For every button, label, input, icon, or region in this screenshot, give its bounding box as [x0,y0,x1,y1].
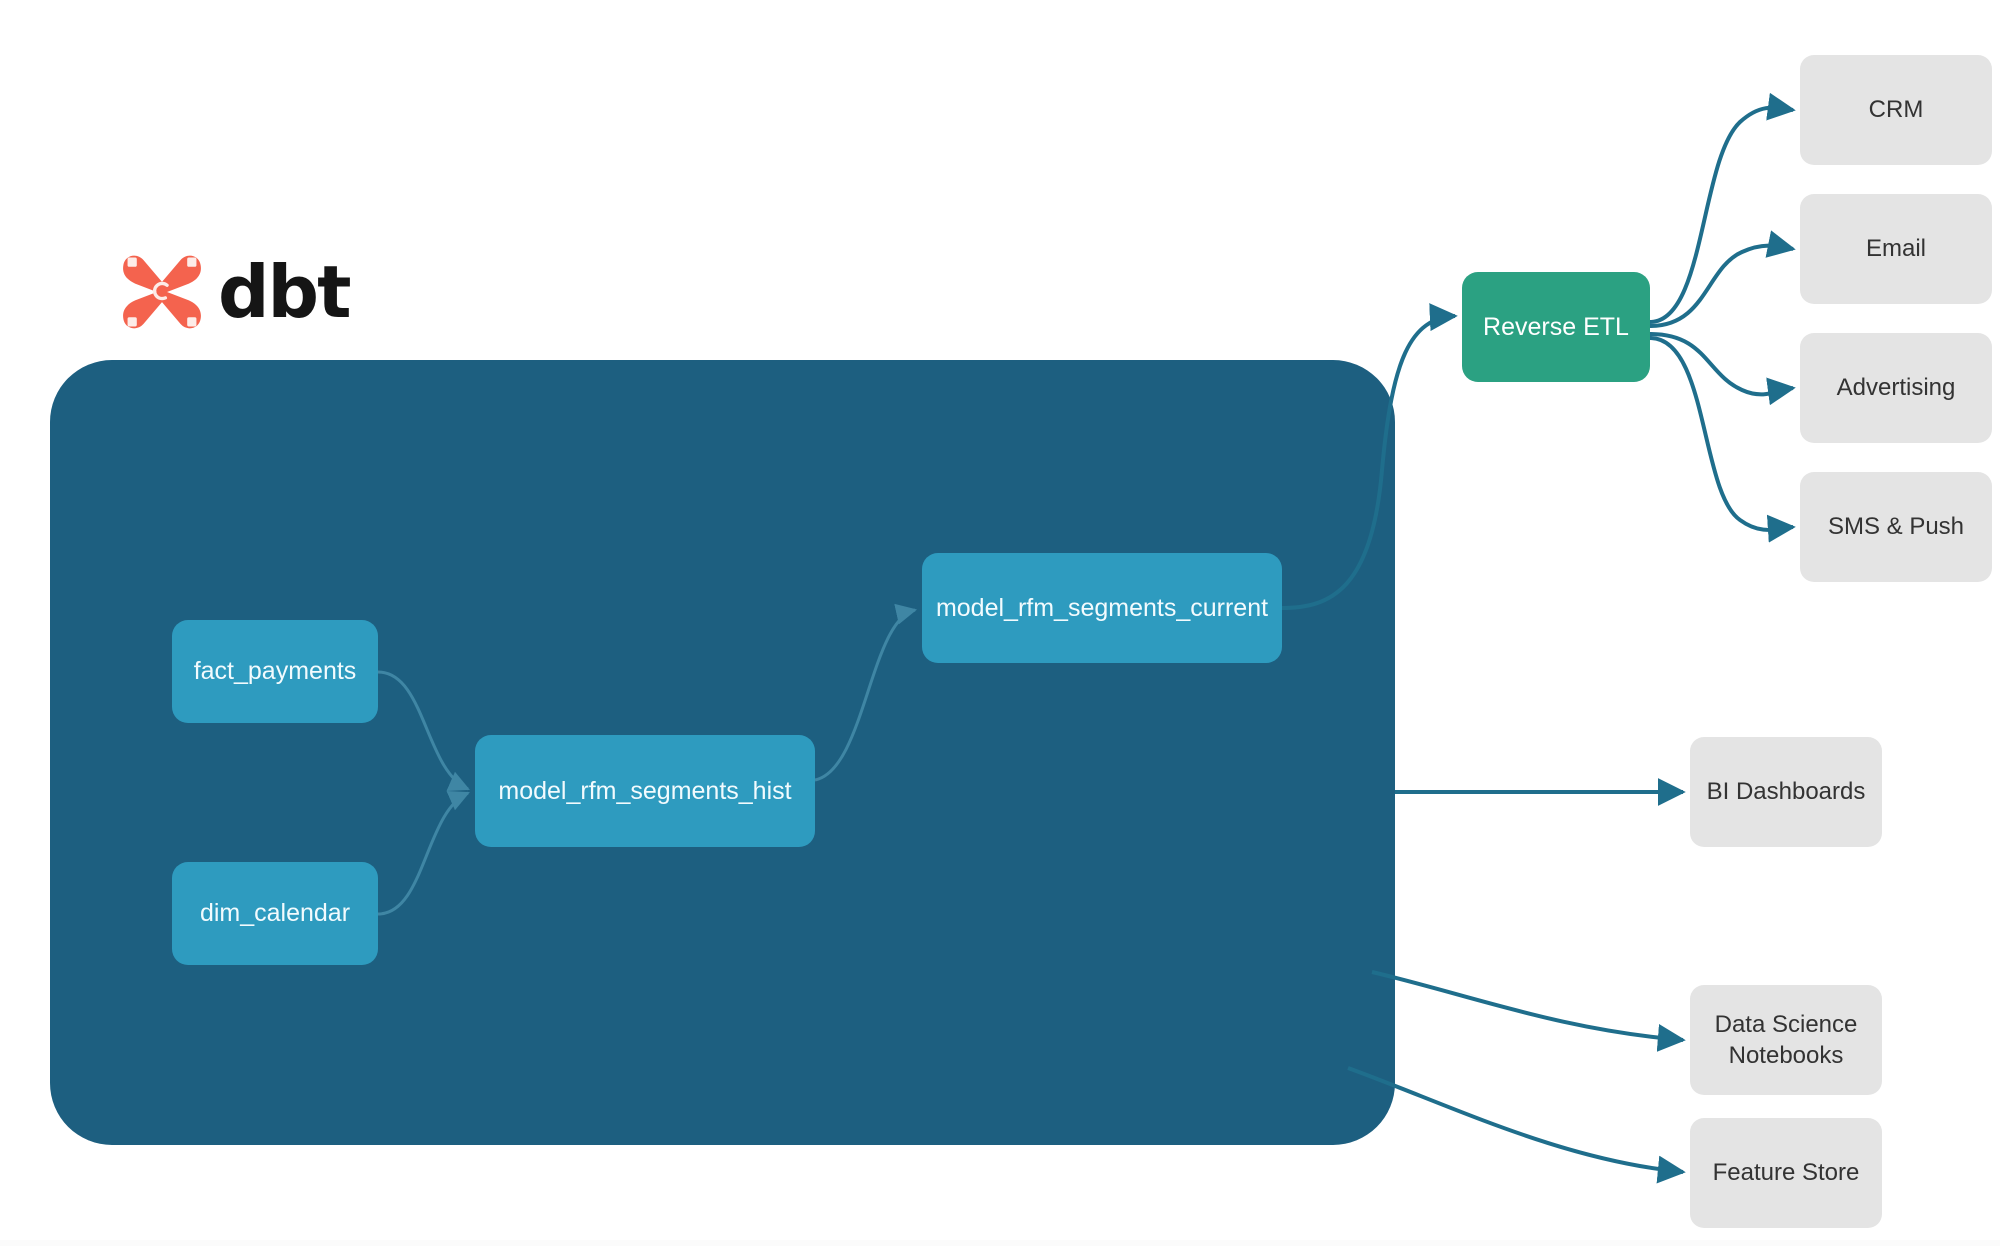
edge-reverse-etl-to-crm [1649,92,1796,324]
model-node-fact-payments[interactable]: fact_payments [172,620,378,723]
model-node-rfm-segments-current[interactable]: model_rfm_segments_current [922,553,1282,663]
dbt-wordmark: dbt [218,250,351,334]
reverse-etl-node[interactable]: Reverse ETL [1462,272,1650,382]
edge-hist-to-data-science-notebooks [1371,970,1686,1052]
bottom-edge-strip [0,1240,2000,1246]
edge-reverse-etl-to-email [1649,230,1796,328]
edge-reverse-etl-to-sms-push [1649,336,1796,543]
destination-label-line-2: Notebooks [1728,1042,1844,1069]
destination-label-line-1: Data Science [1714,1010,1858,1038]
destination-node-feature-store[interactable]: Feature Store [1690,1118,1882,1228]
destination-node-bi-dashboards[interactable]: BI Dashboards [1690,737,1882,847]
dbt-brand: dbt [120,250,351,334]
destination-node-advertising[interactable]: Advertising [1800,333,1992,443]
destination-node-sms-push[interactable]: SMS & Push [1800,472,1992,582]
destination-node-crm[interactable]: CRM [1800,55,1992,165]
destination-node-data-science-notebooks[interactable]: Data Science Notebooks [1690,985,1882,1095]
dbt-logo-icon [123,255,201,329]
edge-reverse-etl-to-advertising [1649,332,1796,406]
destination-node-email[interactable]: Email [1800,194,1992,304]
model-node-rfm-segments-hist[interactable]: model_rfm_segments_hist [475,735,815,847]
edge-hist-to-feature-store [1347,1066,1686,1184]
model-node-dim-calendar[interactable]: dim_calendar [172,862,378,965]
